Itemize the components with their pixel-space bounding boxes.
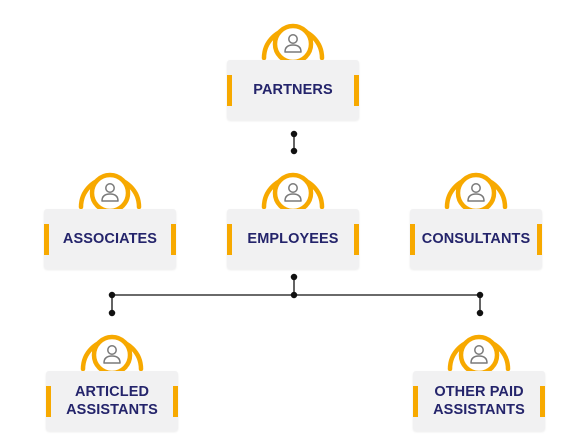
accent-bar-right [171,224,176,255]
person-icon [259,163,327,213]
accent-bar-left [227,224,232,255]
connector-dot [290,273,298,281]
accent-bar-right [354,224,359,255]
accent-bar-left [227,75,232,106]
accent-bar-left [46,386,51,417]
accent-bar-right [354,75,359,106]
node-label: ASSOCIATES [62,231,158,247]
connector-dot [476,291,484,299]
connector-dot [290,130,298,138]
node-card: CONSULTANTS [410,209,542,269]
accent-bar-left [410,224,415,255]
person-icon [445,325,513,375]
node-card: ASSOCIATES [44,209,176,269]
node-card: ARTICLED ASSISTANTS [46,371,178,431]
node-label: PARTNERS [253,82,333,98]
connector-dot [476,309,484,317]
connector-dot [108,309,116,317]
connector-dot [290,147,298,155]
accent-bar-right [537,224,542,255]
person-icon [259,14,327,64]
accent-bar-right [173,386,178,417]
accent-bar-left [413,386,418,417]
connector-dot [108,291,116,299]
node-label: OTHER PAID ASSISTANTS [433,384,525,418]
node-card: PARTNERS [227,60,359,120]
node-card: OTHER PAID ASSISTANTS [413,371,545,431]
person-icon [76,163,144,213]
accent-bar-right [540,386,545,417]
person-icon [442,163,510,213]
node-card: EMPLOYEES [227,209,359,269]
accent-bar-left [44,224,49,255]
node-label: CONSULTANTS [421,231,531,247]
connector-dot [290,291,298,299]
node-label: ARTICLED ASSISTANTS [66,384,158,418]
node-label: EMPLOYEES [247,231,339,247]
person-icon [78,325,146,375]
